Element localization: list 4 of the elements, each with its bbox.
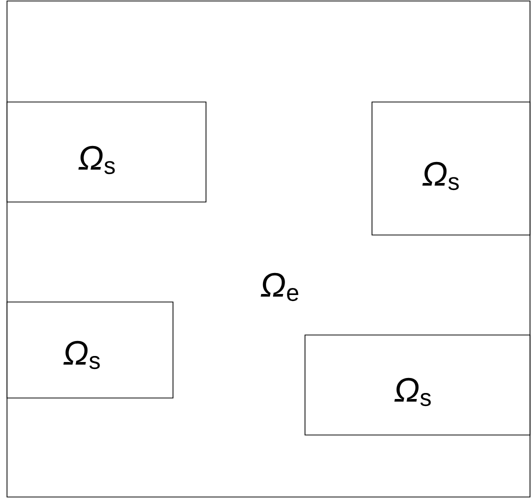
- subdomain-box: Ω$_{s}$: [304, 334, 530, 436]
- subdomain-box: Ω$_{s}$: [6, 302, 174, 398]
- subdomain-box: Ω$_{s}$: [6, 102, 206, 202]
- subdomain-box: Ω$_{s}$: [372, 102, 530, 236]
